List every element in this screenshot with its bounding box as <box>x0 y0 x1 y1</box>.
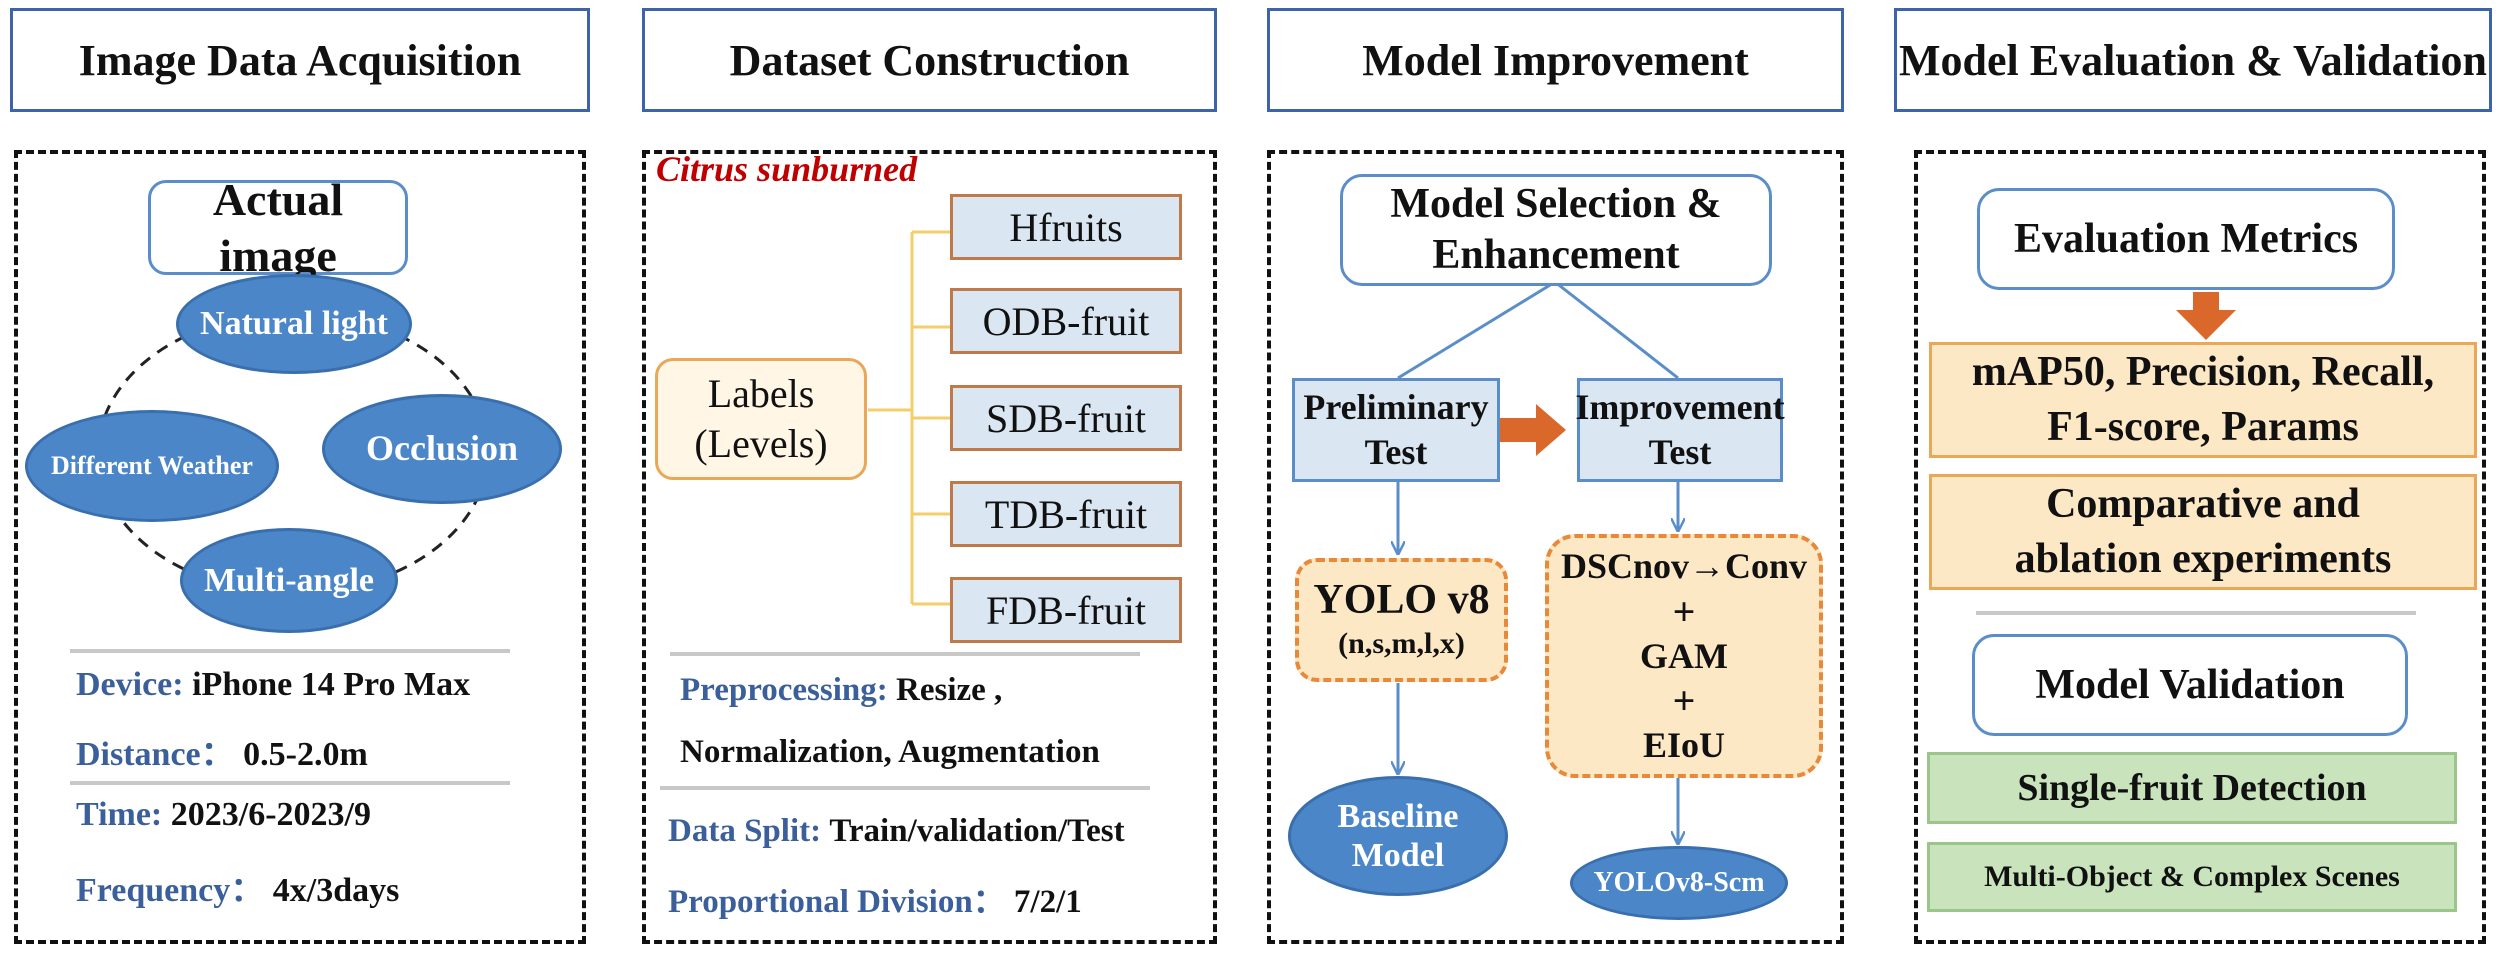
ellipse-multi-angle: Multi-angle <box>180 528 398 633</box>
ellipse-occlusion: Occlusion <box>322 394 562 504</box>
evaluation-metrics-box: Evaluation Metrics <box>1977 188 2395 290</box>
ellipse-yolov8-scm: YOLOv8-Scm <box>1570 846 1788 920</box>
level-fdb-fruit: FDB-fruit <box>950 577 1182 643</box>
header-model-improvement: Model Improvement <box>1267 8 1844 112</box>
divider <box>70 781 510 785</box>
ellipse-natural-light: Natural light <box>176 274 412 374</box>
actual-image-box: Actual image <box>148 174 408 281</box>
time-row: Time: 2023/6-2023/9 <box>76 796 371 833</box>
level-hfruits: Hfruits <box>950 194 1182 260</box>
metrics-list-box: mAP50, Precision, Recall, F1-score, Para… <box>1929 342 2477 458</box>
improvement-modules-box: DSCnov→Conv + GAM + EIoU <box>1545 534 1823 778</box>
proportional-division-row: Proportional Division： 7/2/1 <box>668 884 1082 920</box>
divider <box>660 786 1150 790</box>
divider <box>670 652 1140 656</box>
level-sdb-fruit: SDB-fruit <box>950 385 1182 451</box>
comparative-ablation-box: Comparative and ablation experiments <box>1929 474 2477 590</box>
model-validation-box: Model Validation <box>1972 634 2408 736</box>
divider <box>1976 611 2416 615</box>
preprocessing-row-2: Normalization, Augmentation <box>680 734 1100 770</box>
improvement-test-box: Improvement Test <box>1575 378 1785 482</box>
model-selection-box: Model Selection & Enhancement <box>1340 174 1772 286</box>
preprocessing-row: Preprocessing: Resize , <box>680 672 1003 708</box>
data-split-row: Data Split: Train/validation/Test <box>668 813 1125 849</box>
frequency-row: Frequency： 4x/3days <box>76 872 400 909</box>
citrus-sunburned-title: Citrus sunburned <box>656 149 918 189</box>
preliminary-test-box: Preliminary Test <box>1292 378 1500 482</box>
level-odb-fruit: ODB-fruit <box>950 288 1182 354</box>
divider <box>70 649 510 653</box>
device-row: Device: iPhone 14 Pro Max <box>76 666 471 703</box>
yolo-v8-box: YOLO v8 (n,s,m,l,x) <box>1295 558 1508 682</box>
header-image-data-acquisition: Image Data Acquisition <box>10 8 590 112</box>
header-model-evaluation-validation: Model Evaluation & Validation <box>1894 8 2492 112</box>
multi-object-scenes-box: Multi-Object & Complex Scenes <box>1927 842 2457 912</box>
labels-levels-box: Labels (Levels) <box>655 358 867 480</box>
single-fruit-detection-box: Single-fruit Detection <box>1927 752 2457 824</box>
ellipse-different-weather: Different Weather <box>25 410 279 522</box>
distance-row: Distance： 0.5-2.0m <box>76 736 368 773</box>
ellipse-baseline-model: Baseline Model <box>1288 776 1508 896</box>
header-dataset-construction: Dataset Construction <box>642 8 1217 112</box>
level-tdb-fruit: TDB-fruit <box>950 481 1182 547</box>
